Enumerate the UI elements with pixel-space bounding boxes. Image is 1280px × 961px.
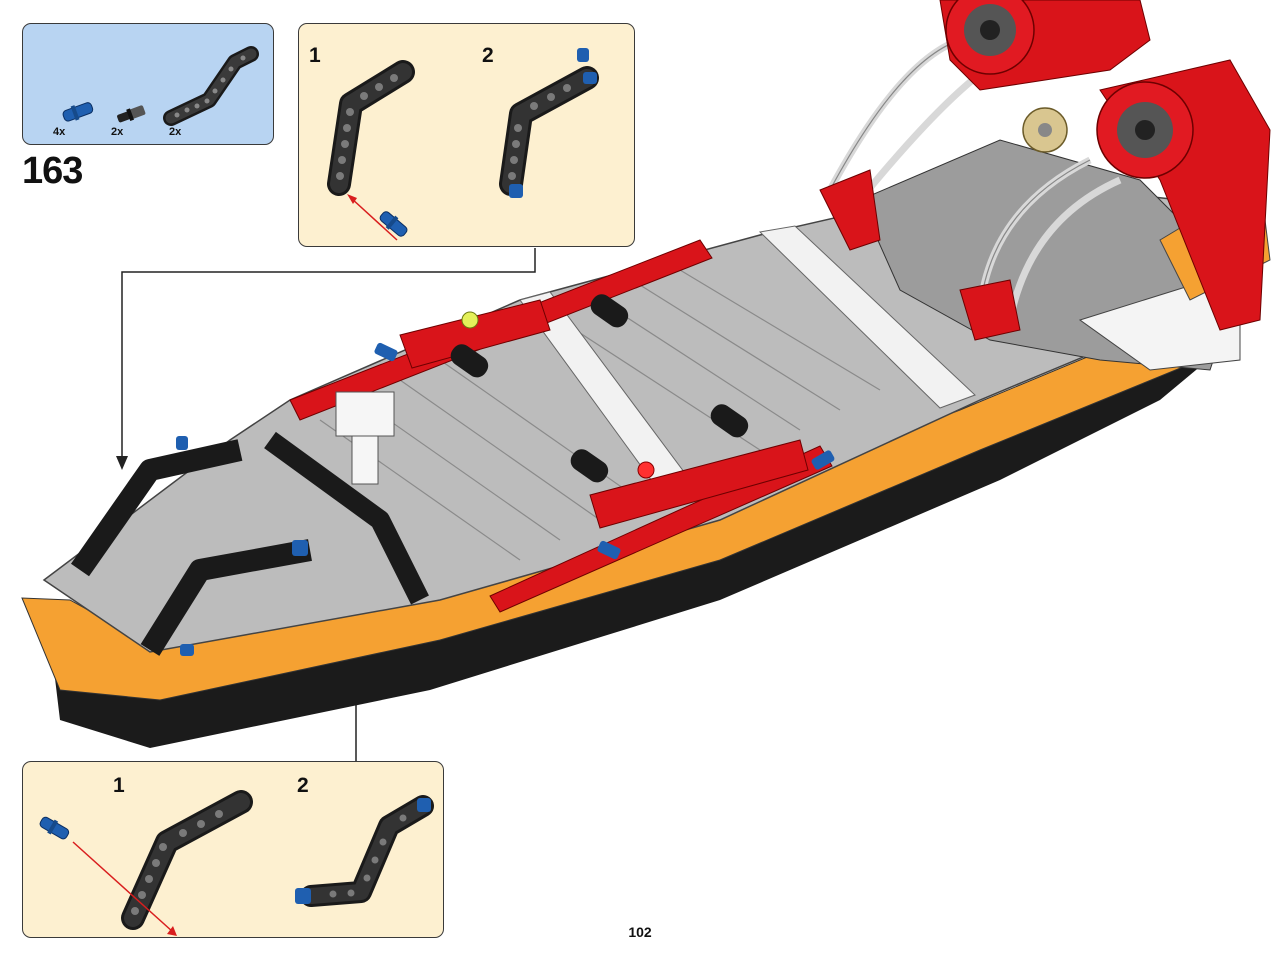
bow-frame [70,439,243,577]
sub-step-number: 1 [309,44,321,67]
page-number: 102 [628,924,652,940]
bent-beam-with-pins-icon [295,795,434,907]
sub-assembly-callout-bottom: 1 2 [22,761,444,938]
red-bracket [399,299,551,369]
parts-list-box: 4x 2x 2x [22,23,274,145]
blue-axle-pin-icon [379,211,408,237]
fan-housing [1096,59,1271,331]
black-bent-beam-icon [163,46,259,126]
sub-step-number: 2 [482,44,494,67]
bent-beam-icon [327,60,415,241]
sub-step-number: 1 [113,774,125,797]
part-quantity: 2x [169,126,182,138]
red-bracket [589,439,809,529]
sub-step-number: 2 [297,774,309,797]
callout-leader-top [121,248,536,460]
step-number: 163 [22,150,83,192]
bent-beam-icon [72,790,253,936]
blue-axle-pin-icon [39,816,70,840]
fan-housing [939,0,1151,91]
green-light [461,311,479,329]
bent-beam-with-pins-icon [499,48,599,198]
bow-frame [140,539,312,656]
part-quantity: 2x [111,126,124,138]
sub-assembly-callout-top: 1 2 [298,23,635,247]
part-quantity: 4x [53,126,66,138]
blue-axle-pin-icon [62,102,94,122]
seat-post [335,391,395,437]
red-fan-mount [959,279,1021,341]
callout-arrowhead [116,456,128,470]
black-bushing-pin-icon [117,105,146,123]
deck-white-band [758,225,976,409]
bow-frame [264,431,429,605]
red-light [637,461,655,479]
red-fan-mount [819,169,881,251]
